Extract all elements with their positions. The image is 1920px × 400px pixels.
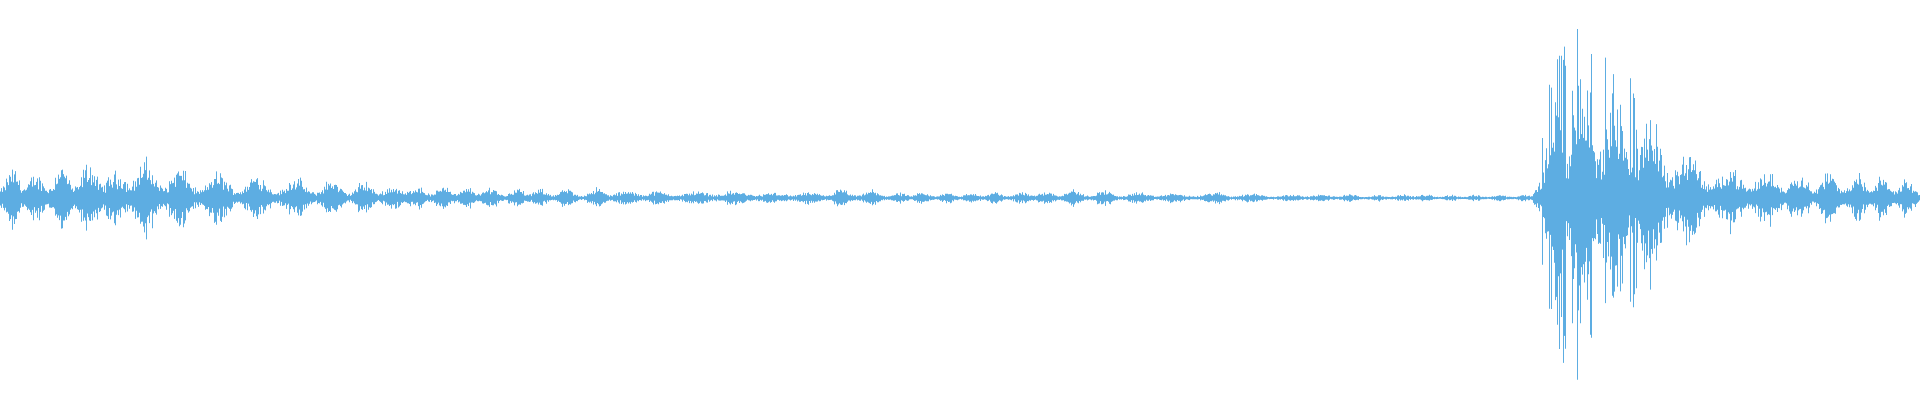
waveform-signal [0, 29, 1920, 380]
waveform-bars [0, 29, 1920, 380]
